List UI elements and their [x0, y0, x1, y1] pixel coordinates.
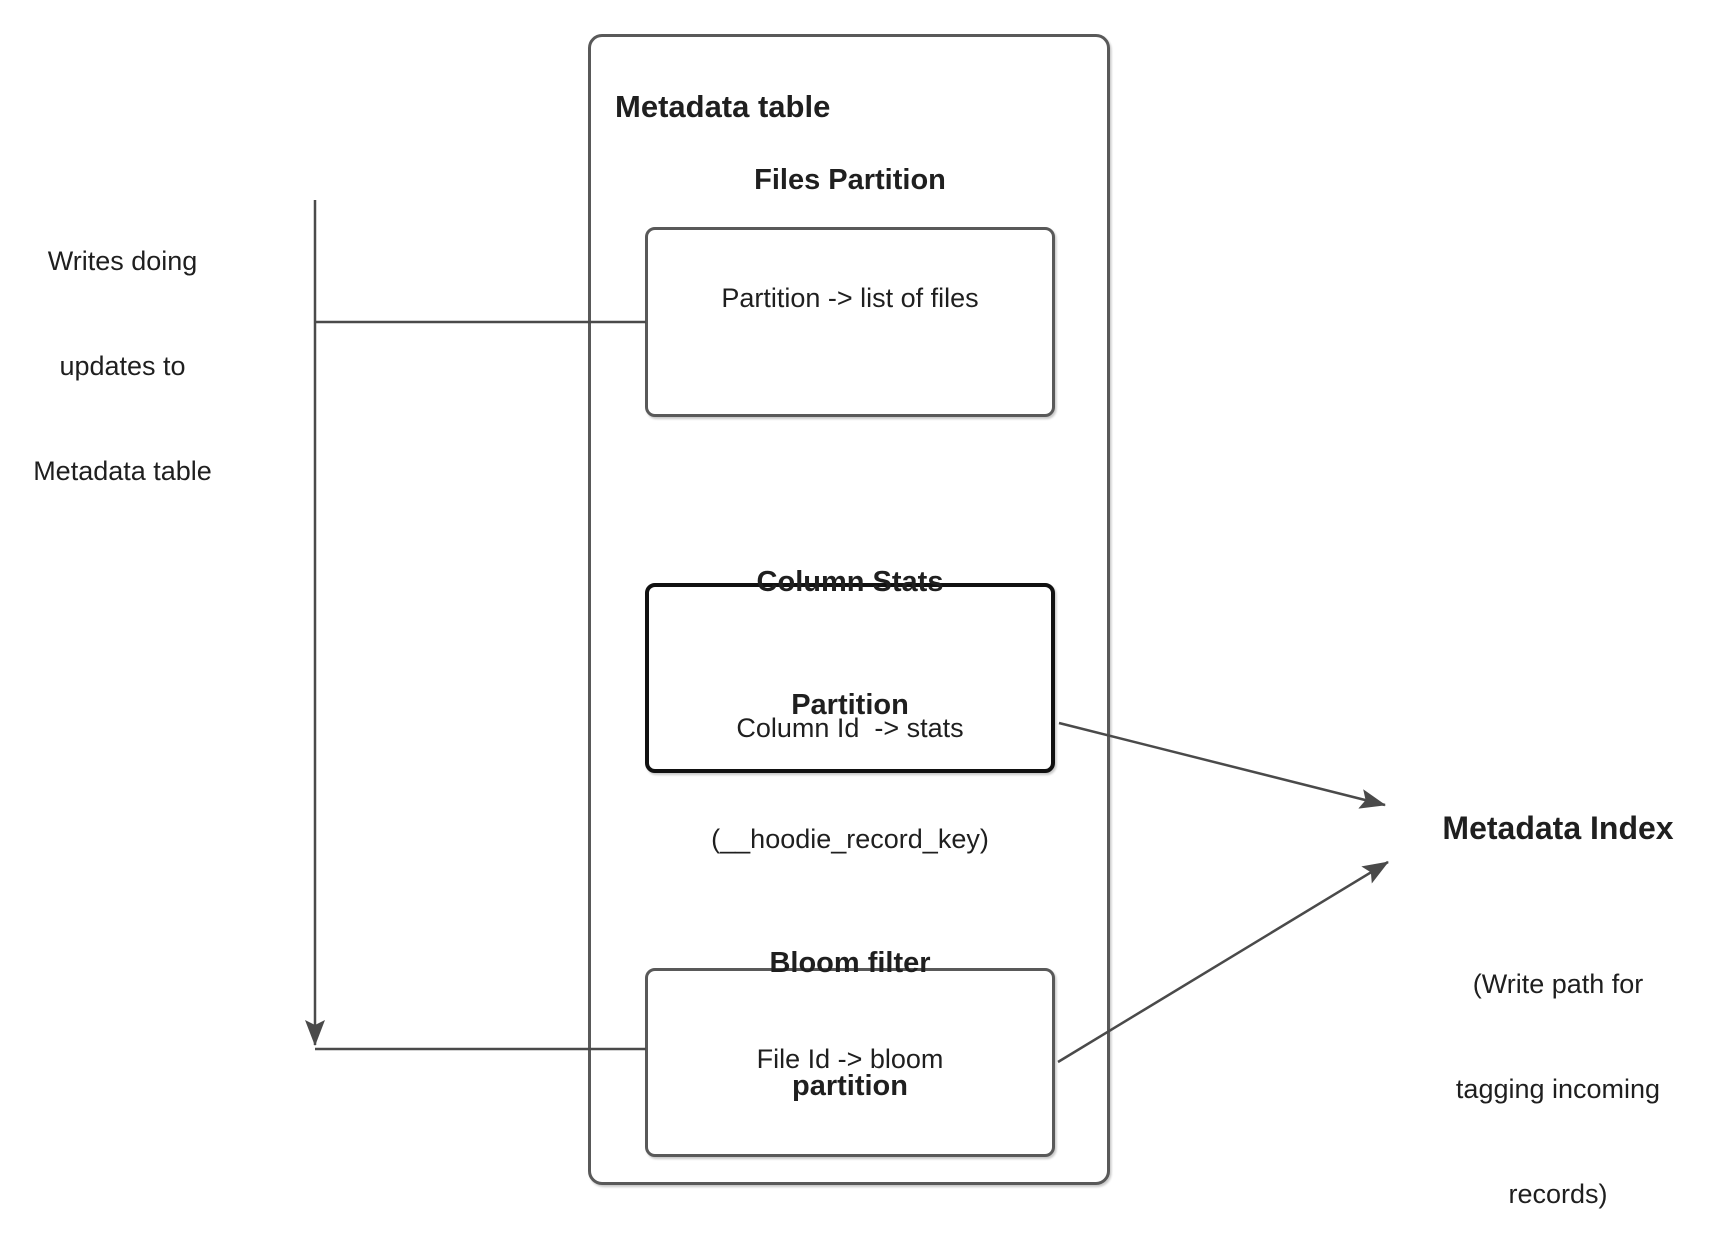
- writes-note-line: Metadata table: [33, 456, 212, 486]
- column-stats-body-line: Column Id -> stats: [736, 713, 964, 743]
- writes-note-line: updates to: [59, 351, 186, 381]
- writes-note-line: Writes doing: [47, 246, 198, 276]
- files-partition-box: [645, 227, 1055, 417]
- bloom-heading-line: partition: [792, 1070, 908, 1102]
- column-stats-heading-line: Partition: [791, 689, 909, 721]
- files-partition-heading: Files Partition: [754, 164, 946, 196]
- column-stats-partition-heading: Column Stats Partition: [645, 480, 1055, 808]
- column-stats-partition-box: [645, 583, 1055, 773]
- metadata-index-subtitle: (Write path for tagging incoming records…: [1398, 897, 1718, 1244]
- metadata-index-title: Metadata Index: [1442, 810, 1674, 846]
- bloom-filter-partition-heading: Bloom filter partition: [645, 861, 1055, 1189]
- bloom-filter-partition-box: [645, 968, 1055, 1157]
- writes-note: Writes doing updates to Metadata table: [0, 174, 245, 559]
- metadata-index-subtitle-line: records): [1508, 1179, 1608, 1209]
- column-stats-partition-body: Column Id -> stats (__hoodie_record_key): [645, 636, 1055, 932]
- files-partition-body: Partition -> list of files: [721, 283, 979, 313]
- bloom-heading-line: Bloom filter: [769, 947, 931, 979]
- bloom-filter-partition-body: File Id -> bloom: [756, 1044, 944, 1074]
- column-stats-body-line: (__hoodie_record_key): [711, 824, 989, 854]
- metadata-table-title: Metadata table: [615, 89, 831, 124]
- metadata-index-subtitle-line: (Write path for: [1472, 969, 1644, 999]
- metadata-index-subtitle-line: tagging incoming: [1455, 1074, 1661, 1104]
- column-stats-heading-line: Column Stats: [756, 566, 944, 598]
